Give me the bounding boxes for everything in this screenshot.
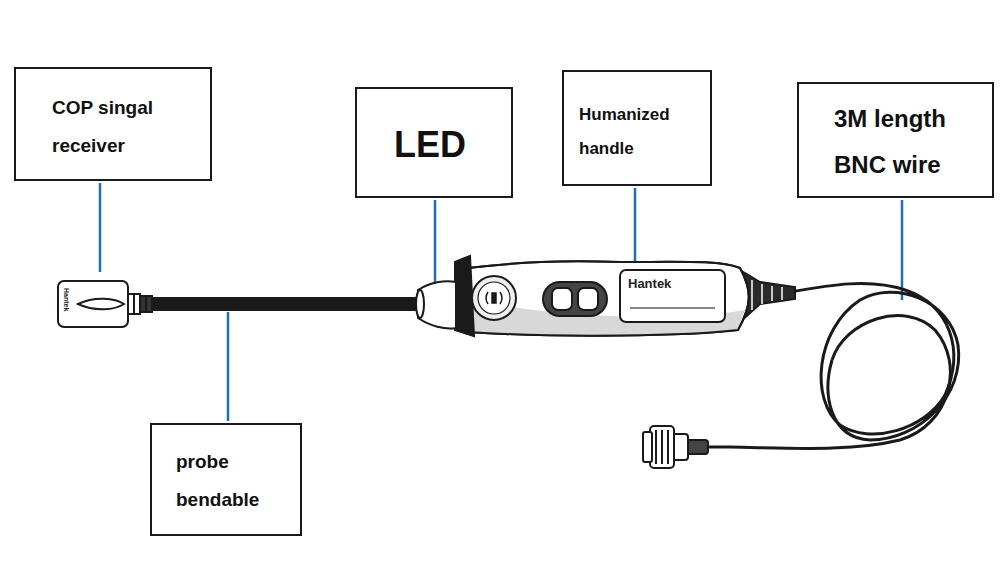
bnc-connector — [643, 426, 708, 468]
callout-box: COP singal receiver — [14, 67, 212, 181]
callout-text: LED — [357, 123, 503, 167]
callout-text: Humanized handle — [579, 98, 699, 166]
probe-rod — [152, 297, 418, 311]
callout-text: 3M length BNC wire — [834, 96, 984, 188]
callout-text: COP singal receiver — [52, 89, 202, 165]
callout-box: probe bendable — [150, 423, 302, 536]
cop-receiver — [58, 281, 152, 327]
brand-label: Hantek — [628, 276, 671, 291]
callout-box: 3M length BNC wire — [797, 82, 994, 198]
probe-handle — [416, 256, 795, 336]
callout-box: Humanized handle — [562, 70, 712, 186]
leader-lines — [100, 183, 902, 421]
callout-text: probe bendable — [176, 443, 288, 519]
brand-label: Hantek — [63, 288, 70, 311]
callout-box: LED — [355, 87, 513, 198]
